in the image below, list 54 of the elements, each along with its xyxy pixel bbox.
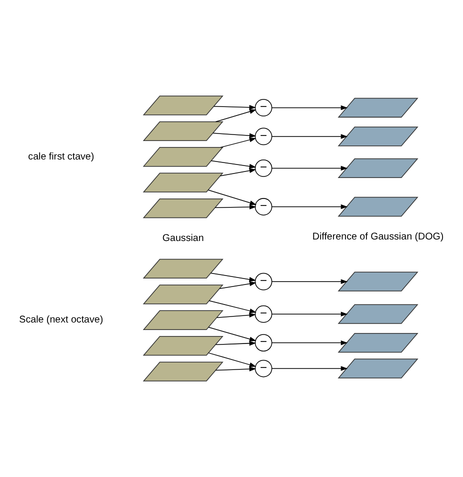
- arrow: [214, 104, 256, 110]
- node-grid: [142, 258, 224, 279]
- arrow: [215, 366, 256, 372]
- arrow: [216, 312, 256, 318]
- arrow: [272, 340, 348, 346]
- arrow: [215, 340, 256, 346]
- node-grid: [142, 284, 224, 304]
- node-circle: −: [254, 272, 272, 290]
- arrow: [212, 132, 256, 138]
- node-grid: [338, 358, 418, 378]
- arrow: [272, 366, 348, 371]
- arrow: [215, 109, 256, 122]
- node-grid: [142, 336, 224, 356]
- node-grid: [338, 196, 418, 217]
- arrow: [272, 204, 348, 210]
- node-circle: −: [254, 360, 272, 378]
- arrow: [272, 134, 348, 139]
- node-grid: [142, 96, 224, 116]
- label: Scale (next octave): [19, 314, 104, 326]
- arrow: [220, 138, 256, 148]
- node-circle: −: [254, 99, 272, 116]
- node-grid: [142, 310, 224, 330]
- node-grid: [338, 332, 418, 353]
- arrow: [210, 160, 256, 169]
- node-grid: [338, 158, 418, 178]
- node-grid: [142, 147, 224, 167]
- node-circle: −: [254, 198, 272, 216]
- node-grid: [338, 272, 418, 292]
- arrow: [272, 312, 348, 316]
- arrow: [272, 279, 348, 284]
- arrow: [208, 326, 256, 342]
- label: cale first ctave): [28, 151, 94, 162]
- node-grid: [142, 172, 224, 192]
- node-circle: −: [254, 128, 272, 146]
- node-grid: [338, 98, 418, 118]
- node-grid: [338, 126, 418, 146]
- node-grid: [338, 304, 418, 324]
- label: Difference of Gaussian (DOG): [312, 232, 444, 243]
- arrow: [210, 272, 256, 282]
- arrow: [208, 190, 257, 206]
- arrow: [208, 300, 256, 314]
- label: Gaussian: [162, 233, 204, 244]
- node-circle: −: [254, 160, 272, 177]
- arrow: [272, 166, 348, 171]
- node-grid: [142, 362, 224, 382]
- node-circle: −: [254, 334, 272, 352]
- node-grid: [142, 198, 224, 218]
- arrow: [272, 105, 348, 110]
- arrow: [220, 168, 256, 176]
- arrow: [208, 352, 256, 368]
- node-grid: [142, 121, 224, 141]
- arrow: [214, 204, 256, 210]
- node-circle: −: [254, 305, 272, 323]
- arrow: [219, 281, 256, 289]
